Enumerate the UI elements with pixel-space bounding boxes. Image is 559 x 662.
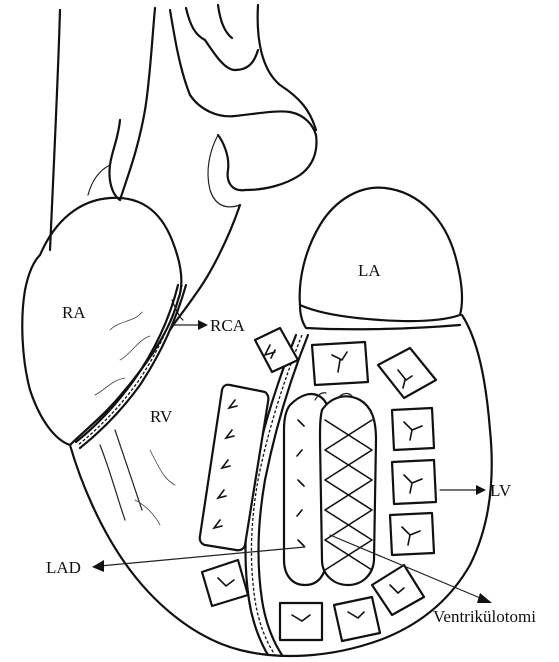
- label-ra: RA: [62, 303, 86, 322]
- pledget-8: [334, 597, 380, 641]
- lad-arrowhead: [92, 560, 104, 572]
- rca-arrowhead: [198, 320, 208, 330]
- label-ventrikulotomi: Ventrikülotomi: [433, 607, 536, 626]
- lv-arrowhead: [476, 485, 486, 495]
- pledget-10: [202, 560, 248, 606]
- label-rv: RV: [150, 407, 173, 426]
- label-lad: LAD: [46, 558, 81, 577]
- pledget-7: [372, 565, 424, 615]
- septal-patch: [200, 385, 269, 551]
- right-ventricle-lines: [100, 430, 175, 525]
- label-la: LA: [358, 261, 381, 280]
- pledget-3: [378, 348, 436, 398]
- pledget-6: [390, 513, 434, 555]
- great-vessels: [50, 5, 316, 250]
- pledget-2: [312, 342, 368, 385]
- left-atrium: [300, 188, 462, 330]
- lad-arrow-line: [100, 547, 305, 566]
- pledget-5: [392, 460, 436, 504]
- pledget-9: [280, 603, 322, 640]
- pledget-4: [392, 408, 434, 450]
- label-lv: LV: [490, 481, 512, 500]
- pledget-1: [255, 328, 298, 372]
- ventriculotomy-patch: [284, 393, 376, 585]
- ventrikulotomi-arrowhead: [477, 593, 492, 603]
- label-rca: RCA: [210, 316, 246, 335]
